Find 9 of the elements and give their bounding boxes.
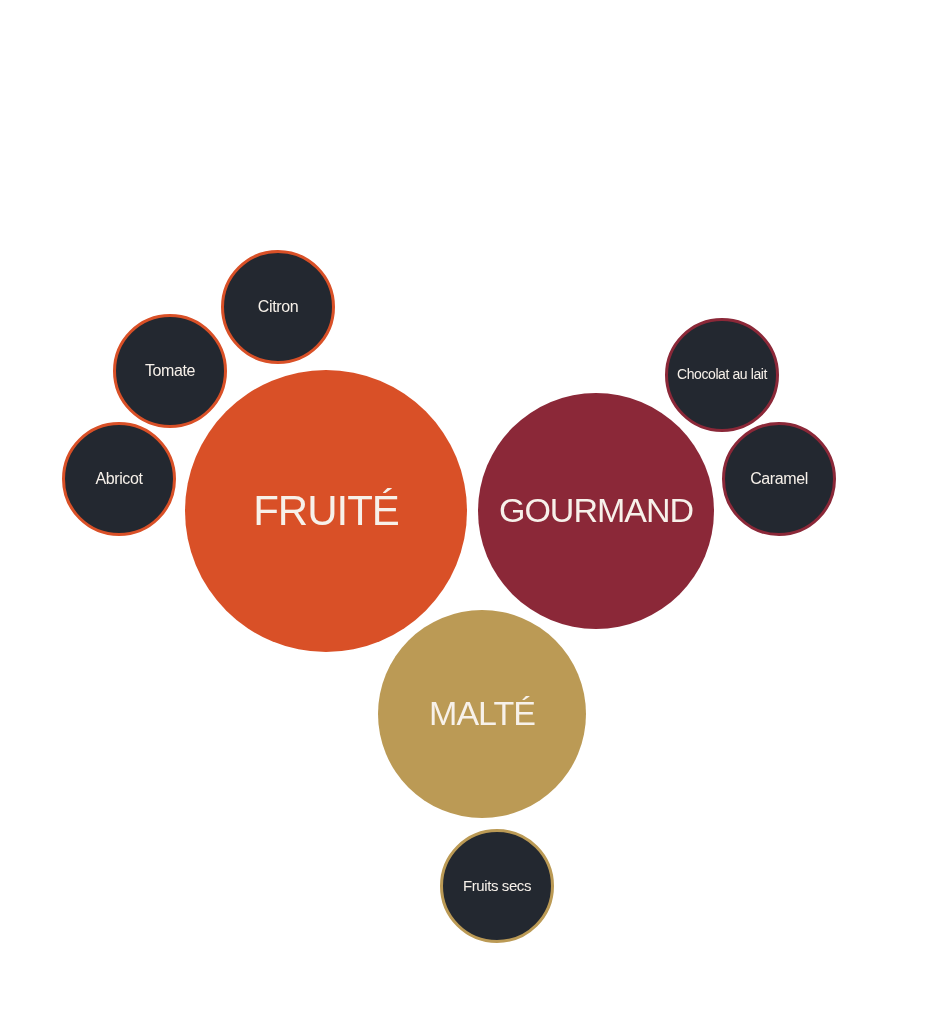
bubble-label: MALTÉ [429,695,535,733]
bubble-label: Fruits secs [462,877,532,895]
bubble-label: Abricot [95,470,143,488]
bubble-label: GOURMAND [498,492,694,530]
bubble-label: FRUITÉ [253,487,399,535]
bubble-label: Tomate [144,362,196,380]
bubble-label: Citron [257,298,299,316]
bubble-label: Chocolat au lait [676,367,768,383]
bubble-label: Caramel [750,470,808,488]
